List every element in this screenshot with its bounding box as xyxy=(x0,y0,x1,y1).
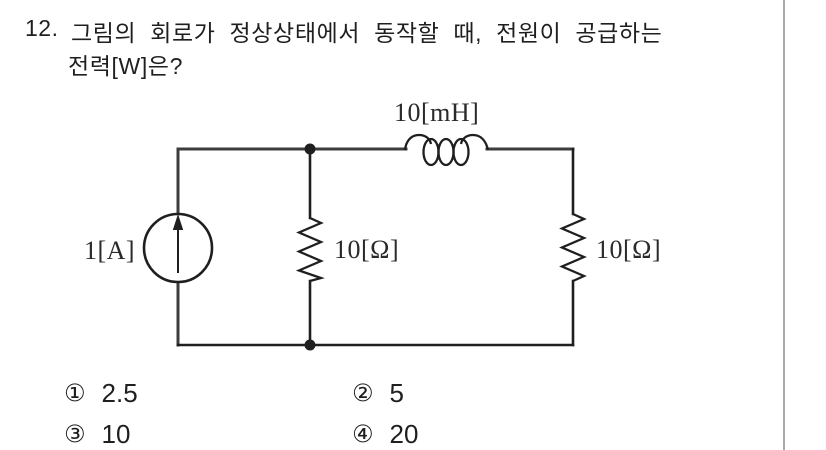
choice-3-value: 10 xyxy=(101,419,131,449)
inductor-loop-3 xyxy=(452,137,470,167)
choice-2-marker: ② xyxy=(352,380,374,407)
choice-1[interactable]: ① 2.5 xyxy=(64,378,138,409)
load-resistor-symbol xyxy=(559,212,587,283)
choice-1-marker: ① xyxy=(64,380,86,407)
parallel-resistor-symbol xyxy=(295,216,325,283)
current-source-arrow-head xyxy=(172,214,184,230)
choice-4-marker: ④ xyxy=(352,421,374,448)
current-source-label: 1[A] xyxy=(84,236,135,265)
choice-4-value: 20 xyxy=(389,419,419,449)
choice-3-marker: ③ xyxy=(64,421,86,448)
choice-2[interactable]: ② 5 xyxy=(352,378,404,409)
parallel-resistor-label: 10[Ω] xyxy=(334,235,399,264)
junction-dot-top xyxy=(304,143,316,155)
choice-3[interactable]: ③ 10 xyxy=(64,419,130,450)
question-number: 12. xyxy=(25,15,59,41)
choice-2-value: 5 xyxy=(389,378,404,408)
inductor-symbol-right-arc xyxy=(459,133,490,151)
wire-group-gray xyxy=(176,147,575,347)
wire-group-black xyxy=(176,147,575,347)
choice-4[interactable]: ④ 20 xyxy=(352,419,418,450)
choice-1-value: 2.5 xyxy=(101,378,138,408)
column-divider-line xyxy=(783,0,785,450)
inductor-label: 10[mH] xyxy=(394,98,479,127)
question-text-line1: 그림의 회로가 정상상태에서 동작할 때, 전원이 공급하는 xyxy=(71,20,663,46)
question-text-line2: 전력[W]은? xyxy=(68,53,183,79)
inductor-loop-2 xyxy=(437,137,455,167)
junction-dot-bottom xyxy=(304,339,316,351)
component-group xyxy=(142,133,587,284)
load-resistor-label: 10[Ω] xyxy=(596,235,661,264)
